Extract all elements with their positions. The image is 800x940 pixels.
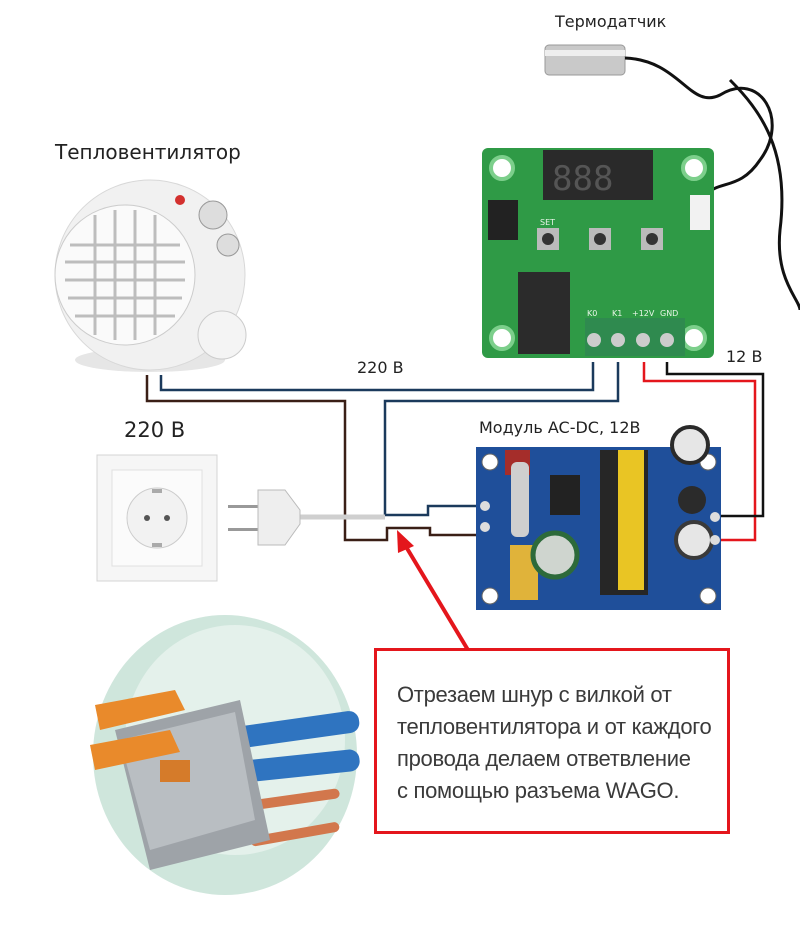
sensor-label: Термодатчик	[555, 12, 667, 31]
fan-heater-label: Тепловентилятор	[55, 140, 241, 164]
wire-black-gnd	[665, 362, 765, 518]
ac-dc-module-image	[476, 425, 721, 610]
callout-line: Отрезаем шнур с вилкой от	[397, 682, 672, 707]
callout-line: тепловентилятора и от каждого	[397, 714, 712, 739]
instruction-callout: Отрезаем шнур с вилкой от тепловентилято…	[374, 648, 730, 834]
thermostat-board-image: 888 SET K0 K1 +12V GND	[482, 148, 714, 358]
callout-line: с помощью разъема WAGO.	[397, 778, 680, 803]
relay	[518, 272, 570, 354]
temperature-sensor-image	[544, 44, 800, 311]
terminal-12v: +12V	[632, 309, 655, 318]
wall-socket-image	[96, 454, 218, 582]
ac-dc-module-label: Модуль AC-DC, 12В	[479, 418, 641, 437]
fan-heater-image	[54, 179, 247, 372]
callout-line: провода делаем ответвление	[397, 746, 691, 771]
terminal-k1: K1	[612, 309, 622, 318]
wire-brown	[145, 375, 478, 542]
wire-red-12v	[642, 362, 757, 542]
svg-text:888: 888	[552, 159, 613, 199]
plug-image	[228, 489, 301, 546]
red-arrow	[397, 530, 470, 652]
wago-connector-photo	[90, 615, 360, 895]
terminal-gnd: GND	[660, 309, 678, 318]
voltage-220-top-label: 220 В	[357, 358, 404, 377]
terminal-k0: K0	[587, 309, 597, 318]
callout-text: Отрезаем шнур с вилкой от тепловентилято…	[397, 679, 712, 807]
set-label: SET	[540, 218, 555, 227]
voltage-220-socket-label: 220 В	[124, 418, 186, 442]
voltage-12-label: 12 В	[726, 347, 763, 366]
led-display	[543, 150, 653, 200]
wire-navy-fan-to-k0	[159, 362, 595, 392]
